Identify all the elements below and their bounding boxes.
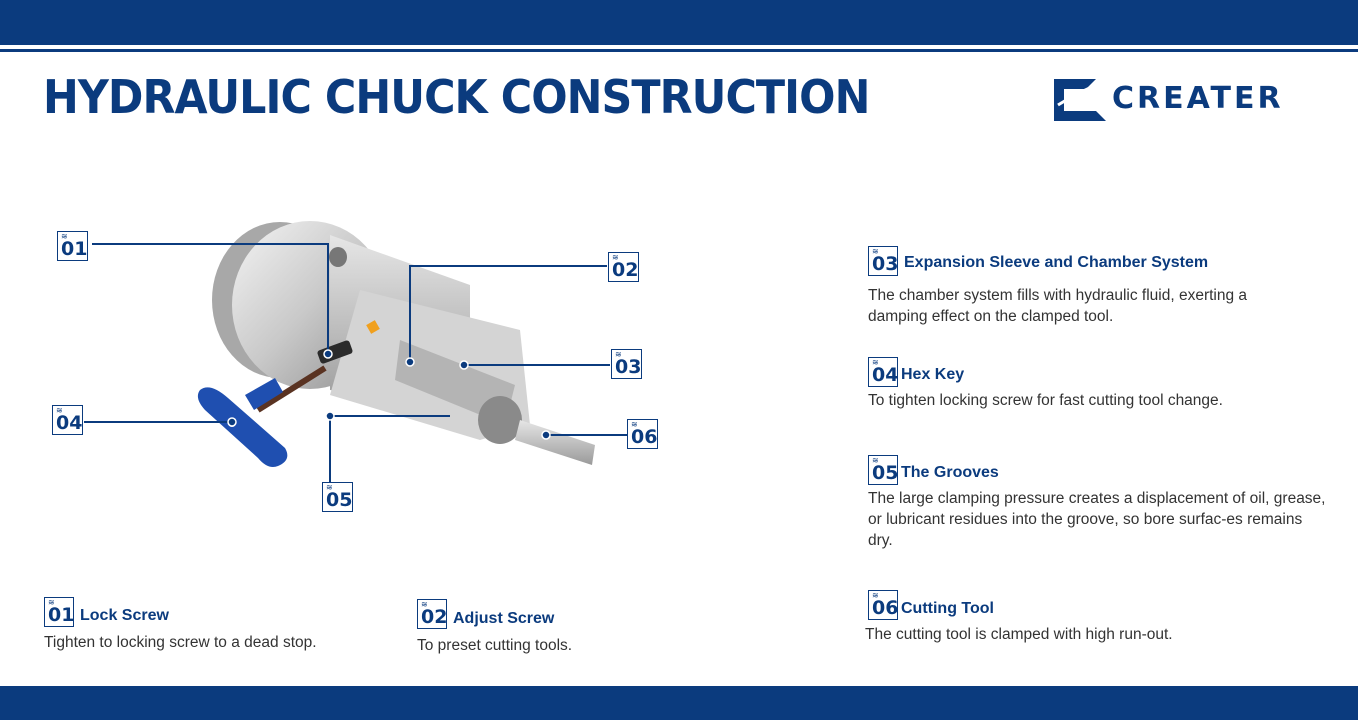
bottom-banner bbox=[0, 686, 1358, 720]
brand-mark-icon bbox=[1054, 79, 1107, 121]
part-title: Adjust Screw bbox=[453, 610, 555, 627]
part-title: Expansion Sleeve and Chamber System bbox=[904, 254, 1209, 271]
wave-icon: ≋ bbox=[56, 406, 63, 415]
wave-icon: ≋ bbox=[872, 358, 879, 367]
top-banner bbox=[0, 0, 1358, 45]
part-description: Tighten to locking screw to a dead stop. bbox=[44, 634, 317, 651]
diagram-label-06: ≋ 06 bbox=[627, 419, 658, 449]
hex-key bbox=[197, 365, 327, 467]
diagram-label-03: ≋ 03 bbox=[611, 349, 642, 379]
top-rule bbox=[0, 49, 1358, 52]
wave-icon: ≋ bbox=[872, 247, 879, 256]
wave-icon: ≋ bbox=[612, 253, 619, 262]
brand-name: CREATER bbox=[1112, 81, 1284, 116]
part-description: To tighten locking screw for fast cuttin… bbox=[868, 392, 1223, 409]
wave-icon: ≋ bbox=[631, 420, 638, 429]
part-number-badge: ≋ 03 bbox=[868, 246, 898, 276]
part-description: The chamber system fills with hydraulic … bbox=[868, 287, 1248, 325]
part-description: To preset cutting tools. bbox=[417, 637, 573, 654]
wave-icon: ≋ bbox=[421, 600, 428, 609]
wave-icon: ≋ bbox=[326, 483, 333, 492]
chuck-body bbox=[212, 221, 595, 465]
brand-logo: CREATER bbox=[1050, 75, 1320, 125]
leader-dots bbox=[227, 349, 551, 440]
diagram-label-02: ≋ 02 bbox=[608, 252, 639, 282]
part-description: The cutting tool is clamped with high ru… bbox=[865, 626, 1173, 643]
part-title: Lock Screw bbox=[80, 607, 169, 624]
part-number-badge: ≋ 05 bbox=[868, 455, 898, 485]
part-number-badge: ≋ 02 bbox=[417, 599, 447, 629]
wave-icon: ≋ bbox=[872, 456, 879, 465]
part-number-badge: ≋ 06 bbox=[868, 590, 898, 620]
part-title: Cutting Tool bbox=[901, 600, 994, 617]
wave-icon: ≋ bbox=[61, 232, 68, 241]
part-description: The large clamping pressure creates a di… bbox=[868, 490, 1326, 549]
diagram-label-04: ≋ 04 bbox=[52, 405, 83, 435]
page-title: HYDRAULIC CHUCK CONSTRUCTION bbox=[43, 70, 870, 124]
diagram-label-01: ≋ 01 bbox=[57, 231, 88, 261]
part-title: The Grooves bbox=[901, 464, 999, 481]
leader-lines bbox=[84, 243, 627, 485]
wave-icon: ≋ bbox=[615, 350, 622, 359]
wave-icon: ≋ bbox=[872, 591, 879, 600]
part-number-badge: ≋ 04 bbox=[868, 357, 898, 387]
part-title: Hex Key bbox=[901, 366, 965, 383]
diagram-label-05: ≋ 05 bbox=[322, 482, 353, 512]
wave-icon: ≋ bbox=[48, 598, 55, 607]
part-number-badge: ≋ 01 bbox=[44, 597, 74, 627]
